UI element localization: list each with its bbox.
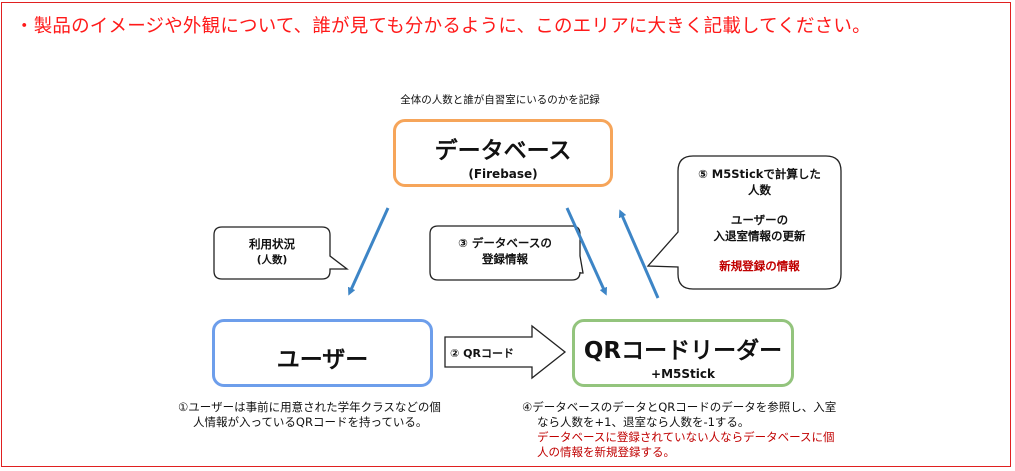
database-title: データベース bbox=[434, 138, 572, 164]
usage-callout: 利用状況 (人数) bbox=[214, 237, 330, 267]
usage-callout-shape bbox=[213, 226, 349, 280]
arrow-reader-to-db bbox=[618, 209, 660, 299]
step5-callout-shape bbox=[646, 155, 842, 290]
step5-callout: ⑤ M5Stickで計算した 人数 ユーザーの 入退室情報の更新 新規登録の情報 bbox=[678, 167, 841, 275]
step5-callout-line2: 人数 bbox=[748, 182, 771, 197]
step1-note-line1: ①ユーザーは事前に用意された学年クラスなどの個 bbox=[178, 400, 441, 414]
step5-callout-line3: ユーザーの bbox=[730, 213, 789, 228]
database-box: データベース (Firebase) bbox=[393, 119, 613, 187]
step3-callout-line1: ③ データベースの bbox=[458, 236, 552, 250]
step3-callout: ③ データベースの 登録情報 bbox=[430, 236, 580, 267]
step4-note: ④データベースのデータとQRコードのデータを参照し、入室 なら人数を+1、退室な… bbox=[522, 400, 836, 460]
step4-note-line1: ④データベースのデータとQRコードのデータを参照し、入室 bbox=[522, 400, 837, 414]
qr-arrow-label: ② QRコード bbox=[450, 347, 514, 360]
user-box: ユーザー bbox=[212, 319, 433, 387]
step3-callout-line2: 登録情報 bbox=[482, 251, 528, 266]
step4-note-line2: なら人数を+1、退室なら人数を-1する。 bbox=[537, 414, 750, 429]
step1-note-line2: 人情報が入っているQRコードを持っている。 bbox=[193, 414, 428, 429]
qr-reader-title: QRコードリーダー bbox=[583, 338, 783, 364]
arrow-db-to-user bbox=[348, 207, 390, 296]
database-caption: 全体の人数と誰が自習室にいるのかを記録 bbox=[400, 94, 600, 106]
step5-callout-line4: 入退室情報の更新 bbox=[713, 228, 806, 243]
usage-callout-line2: (人数) bbox=[256, 253, 288, 266]
step1-note: ①ユーザーは事前に用意された学年クラスなどの個 人情報が入っているQRコードを持… bbox=[178, 400, 441, 430]
step3-callout-shape bbox=[429, 225, 584, 281]
step4-note-line3: データベースに登録されていない人ならデータベースに個 bbox=[537, 429, 835, 444]
arrow-db-to-reader bbox=[565, 207, 607, 296]
qr-block-arrow bbox=[444, 324, 567, 380]
step4-note-line4: 人の情報を新規登録する。 bbox=[537, 444, 675, 459]
database-subtitle: (Firebase) bbox=[468, 167, 538, 181]
qr-reader-subtitle: +M5Stick bbox=[651, 367, 715, 381]
qr-reader-box: QRコードリーダー +M5Stick bbox=[572, 319, 794, 387]
instruction-heading: ・製品のイメージや外観について、誰が見ても分かるように、このエリアに大きく記載し… bbox=[15, 16, 871, 37]
user-title: ユーザー bbox=[276, 347, 369, 373]
step5-callout-new-registration: 新規登録の情報 bbox=[719, 259, 800, 274]
step5-callout-line1: ⑤ M5Stickで計算した bbox=[698, 167, 821, 181]
usage-callout-line1: 利用状況 bbox=[249, 237, 295, 251]
